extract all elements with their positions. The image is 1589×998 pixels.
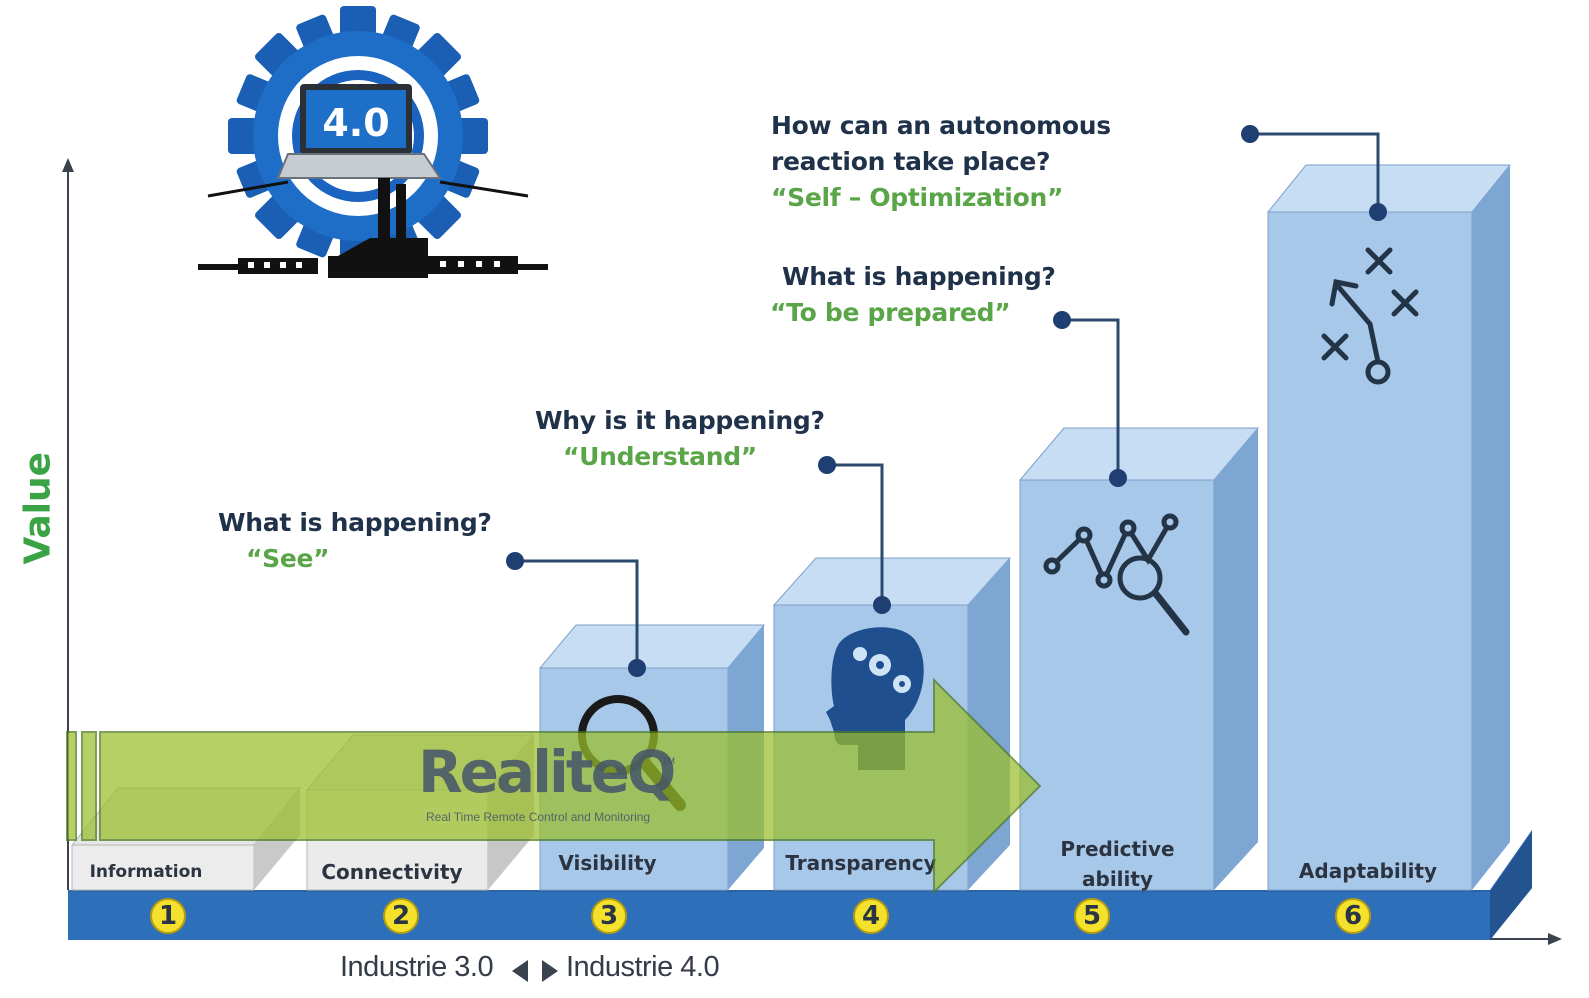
stage-label-predictive-ability: Predictive ability: [1060, 837, 1175, 891]
realiteq-trademark: TM: [662, 756, 675, 766]
stage-number-1: 1: [158, 901, 178, 931]
stage-number-3: 3: [599, 901, 619, 931]
question-stage-4: Why is it happening?: [535, 406, 825, 435]
question-stage-5: What is happening?: [782, 262, 1056, 291]
stage-number-6: 6: [1343, 901, 1363, 931]
stage-number-5: 5: [1082, 901, 1102, 931]
stage-number-4: 4: [861, 901, 881, 931]
answer-stage-4: “Understand”: [563, 442, 757, 471]
stage-label-visibility: Visibility: [558, 851, 657, 875]
answer-stage-6: “Self – Optimization”: [771, 183, 1064, 212]
logo-badge-text: 4.0: [322, 101, 389, 145]
industry-4-logo: 4.0: [198, 6, 548, 278]
x-axis-arrowhead: [1548, 933, 1562, 945]
analytics-icon: [1043, 513, 1190, 636]
platform-end: [1490, 832, 1532, 940]
gear-laptop-factory-icon: 4.0: [198, 6, 548, 278]
platform-front: [68, 892, 1490, 940]
answer-stage-5: “To be prepared”: [770, 298, 1011, 327]
strategy-play-icon: [1321, 247, 1419, 385]
era-label-industrie-4: Industrie 4.0: [566, 951, 720, 983]
era-label-industrie-3: Industrie 3.0: [340, 951, 494, 983]
stage-label-transparency: Transparency: [785, 851, 937, 875]
y-axis-arrowhead: [62, 158, 74, 172]
question-stage-3: What is happening?: [218, 508, 492, 537]
question-stage-6: How can an autonomous reaction take plac…: [771, 111, 1111, 176]
answer-stage-3: “See”: [246, 544, 330, 573]
realiteq-logo-text: RealiteQ: [418, 738, 676, 806]
stage-number-2: 2: [391, 901, 411, 931]
stage-label-connectivity: Connectivity: [321, 860, 463, 884]
stage-label-adaptability: Adaptability: [1298, 859, 1438, 883]
era-divider-arrows-icon: [512, 960, 558, 982]
realiteq-tagline: Real Time Remote Control and Monitoring: [426, 810, 651, 824]
stage-label-information: Information: [89, 862, 203, 882]
